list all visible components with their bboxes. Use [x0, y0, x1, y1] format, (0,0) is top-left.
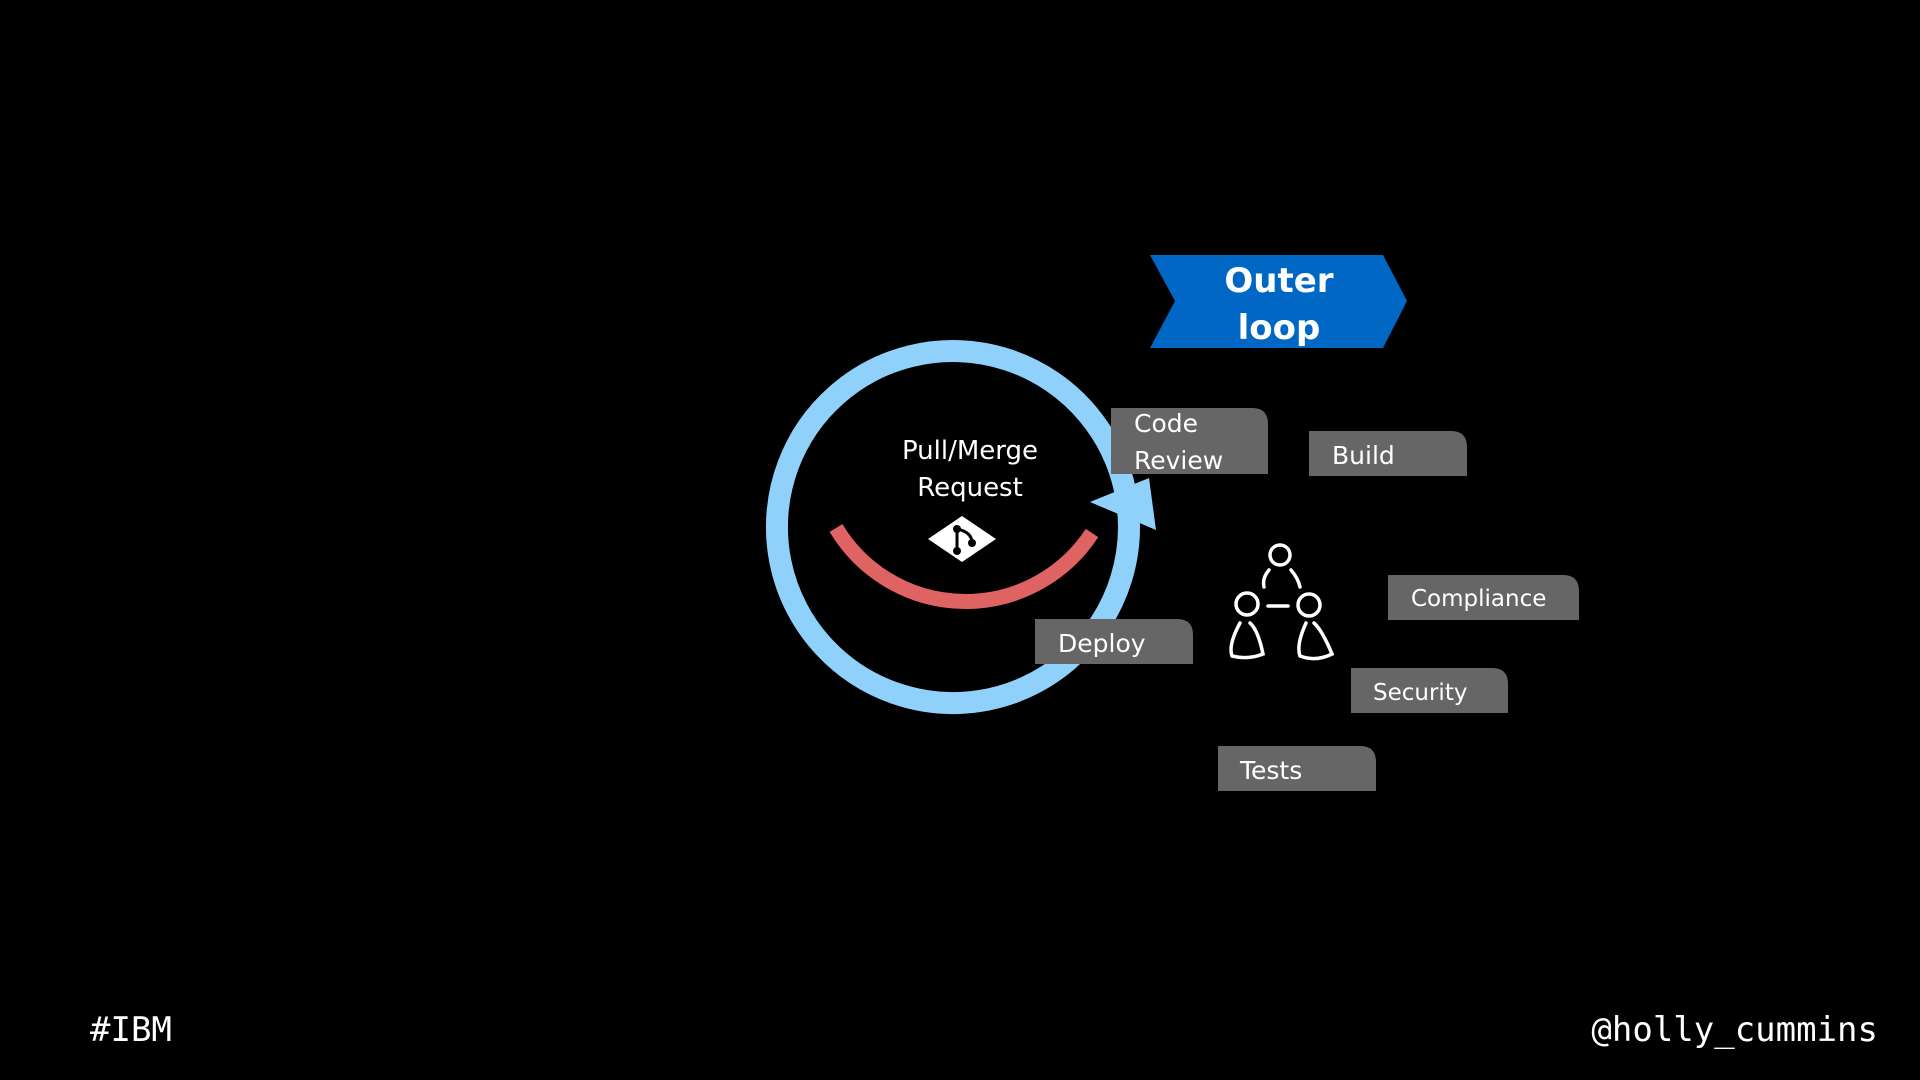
- stage-deploy: Deploy: [1035, 619, 1193, 664]
- pull-request-line1: Pull/Merge: [902, 436, 1038, 466]
- team-icon: [1229, 543, 1335, 661]
- stage-build-label: Build: [1332, 441, 1395, 470]
- stage-code-review-line2: Review: [1134, 446, 1223, 475]
- pull-request-line2: Request: [917, 473, 1023, 503]
- git-merge-icon: [928, 516, 996, 562]
- banner-line2: loop: [1238, 308, 1321, 348]
- stage-compliance-label: Compliance: [1411, 586, 1546, 612]
- stage-build: Build: [1309, 431, 1467, 476]
- footer-handle: @holly_cummins: [1591, 1010, 1878, 1050]
- stage-code-review-line1: Code: [1134, 409, 1198, 438]
- stage-security: Security: [1351, 668, 1508, 713]
- footer-hashtag: #IBM: [90, 1010, 172, 1050]
- pull-request-label: Pull/Merge Request: [902, 436, 1038, 503]
- banner-line1: Outer: [1224, 261, 1333, 301]
- incoming-arc: [829, 524, 1099, 609]
- banner-shape: [1150, 255, 1407, 348]
- stage-code-review: Code Review: [1111, 408, 1268, 475]
- stage-security-label: Security: [1373, 680, 1467, 706]
- stage-compliance: Compliance: [1388, 575, 1579, 620]
- outer-loop-banner: Outer loop: [1150, 255, 1407, 348]
- loop-arrowhead: [1090, 478, 1156, 530]
- stage-tests-label: Tests: [1239, 756, 1302, 785]
- stage-tests: Tests: [1218, 746, 1376, 791]
- stage-deploy-label: Deploy: [1058, 629, 1146, 658]
